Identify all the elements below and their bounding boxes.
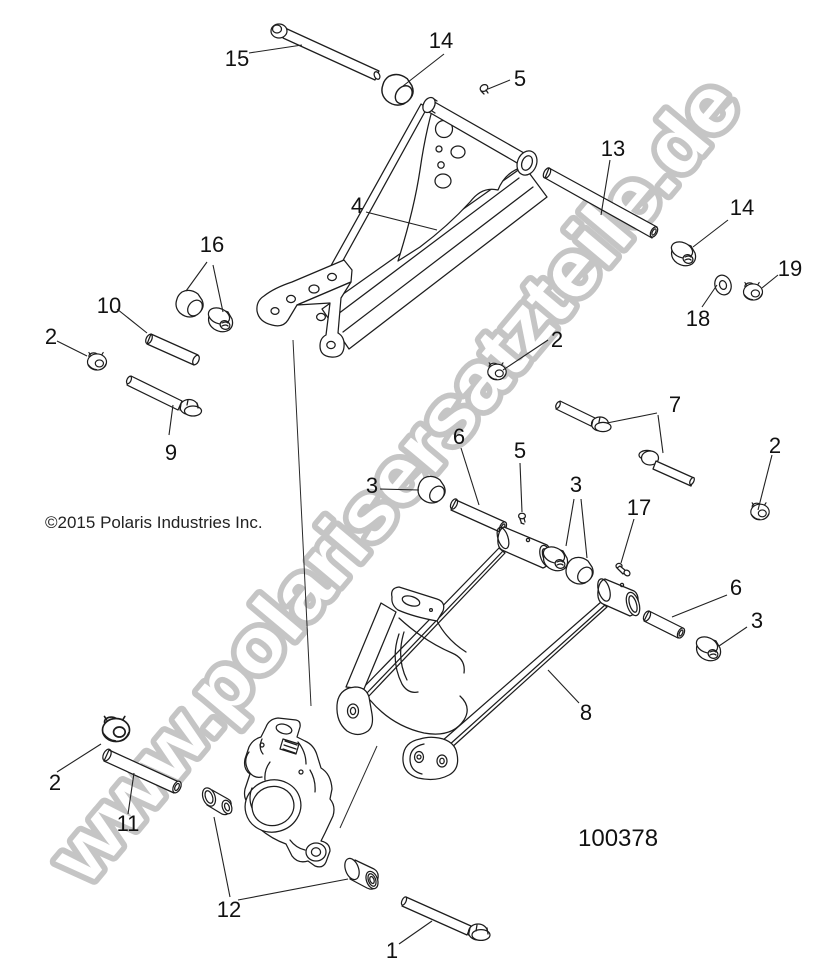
leader-line-15 — [248, 44, 303, 54]
part-bushing-14-right — [668, 238, 697, 267]
part-spacer-tube-6-right — [642, 610, 686, 639]
callout-label-17: 17 — [627, 495, 651, 520]
part-spacer-tube-11 — [102, 748, 182, 794]
callout-label-8: 8 — [580, 700, 592, 725]
leader-line-10 — [116, 308, 148, 334]
copyright-text: ©2015 Polaris Industries Inc. — [45, 513, 263, 532]
callout-label-6: 6 — [730, 575, 742, 600]
callout-label-16: 16 — [200, 232, 224, 257]
part-bolts-7 — [555, 400, 695, 487]
callout-label-2: 2 — [769, 433, 781, 458]
part-screw-5-top — [479, 83, 489, 95]
callout-label-14: 14 — [429, 28, 453, 53]
callout-label-9: 9 — [165, 440, 177, 465]
part-bushings-12 — [201, 787, 379, 890]
leader-line-19 — [761, 274, 779, 289]
callout-label-13: 13 — [601, 136, 625, 161]
callout-label-6: 6 — [453, 424, 465, 449]
leader-line-7 — [657, 414, 664, 454]
part-bushing-16-a — [175, 289, 206, 320]
part-knuckle — [243, 717, 335, 868]
callout-label-5: 5 — [514, 66, 526, 91]
part-spacer-tube-10 — [145, 333, 200, 366]
callout-label-4: 4 — [351, 193, 363, 218]
callout-label-14: 14 — [730, 195, 754, 220]
leader-line-4 — [365, 211, 438, 231]
leader-line-18 — [701, 284, 718, 308]
part-nut-2-bottom — [101, 715, 131, 743]
part-trailing-arm-bracket — [336, 586, 468, 736]
part-a-arm-4 — [256, 96, 548, 358]
part-screw-5-middle — [517, 512, 527, 525]
part-bushing-16-b — [205, 304, 234, 333]
part-number-text: 100378 — [578, 825, 658, 852]
callout-label-11: 11 — [117, 811, 140, 836]
callout-label-2: 2 — [551, 327, 563, 352]
leader-line-2 — [757, 454, 773, 511]
leader-line-16 — [185, 261, 208, 292]
leader-line-6 — [671, 594, 728, 618]
leader-line-3 — [379, 488, 420, 491]
leader-line-8 — [547, 669, 580, 704]
part-bolt-9 — [125, 375, 203, 417]
leader-line-5 — [487, 79, 511, 90]
reference-line — [339, 745, 378, 829]
leader-line-17 — [620, 518, 635, 564]
leader-line-16 — [212, 264, 224, 313]
part-link-rod-8 — [402, 578, 641, 781]
callout-label-18: 18 — [686, 306, 710, 331]
callout-label-15: 15 — [225, 46, 249, 71]
leader-line-2 — [502, 339, 549, 371]
callout-label-1: 1 — [386, 938, 398, 963]
part-bushing-3-right — [693, 633, 722, 662]
leader-line-6 — [460, 447, 480, 506]
callout-label-12: 12 — [217, 897, 241, 922]
leader-line-14 — [402, 53, 445, 87]
callout-label-2: 2 — [49, 770, 61, 795]
leader-line-1 — [398, 920, 433, 945]
leader-line-13 — [600, 159, 611, 216]
part-nut-2-right — [750, 502, 770, 521]
leader-line-11 — [127, 772, 135, 815]
part-bushing-3-middle — [565, 556, 596, 587]
part-nut-19 — [742, 281, 764, 301]
part-grease-fitting-17 — [615, 562, 631, 577]
leader-line-12 — [237, 878, 349, 901]
callout-label-3: 3 — [751, 608, 763, 633]
leader-line-12 — [213, 816, 231, 898]
leader-line-3 — [565, 498, 575, 547]
part-pivot-tube-13 — [542, 167, 659, 239]
part-nut-2-left — [86, 351, 108, 371]
part-bolt-1 — [400, 896, 491, 942]
leader-line-2 — [56, 743, 102, 773]
callout-label-3: 3 — [570, 472, 582, 497]
part-washer-18 — [714, 274, 732, 296]
callout-label-3: 3 — [366, 473, 378, 498]
callout-label-5: 5 — [514, 438, 526, 463]
part-link-rod-upper — [360, 526, 553, 698]
part-pivot-bolt-15 — [270, 23, 381, 81]
leader-line-5 — [519, 462, 523, 513]
callout-label-19: 19 — [778, 256, 802, 281]
leader-line-2 — [56, 340, 88, 357]
reference-line — [292, 339, 312, 707]
callout-label-7: 7 — [669, 392, 681, 417]
leader-line-9 — [168, 404, 174, 436]
callout-label-2: 2 — [45, 324, 57, 349]
leader-line-3 — [580, 498, 588, 559]
leader-line-14 — [692, 219, 729, 248]
parts-artwork — [86, 23, 770, 942]
leader-line-7 — [606, 412, 658, 424]
callout-label-10: 10 — [97, 293, 121, 318]
leader-line-3 — [718, 626, 748, 647]
